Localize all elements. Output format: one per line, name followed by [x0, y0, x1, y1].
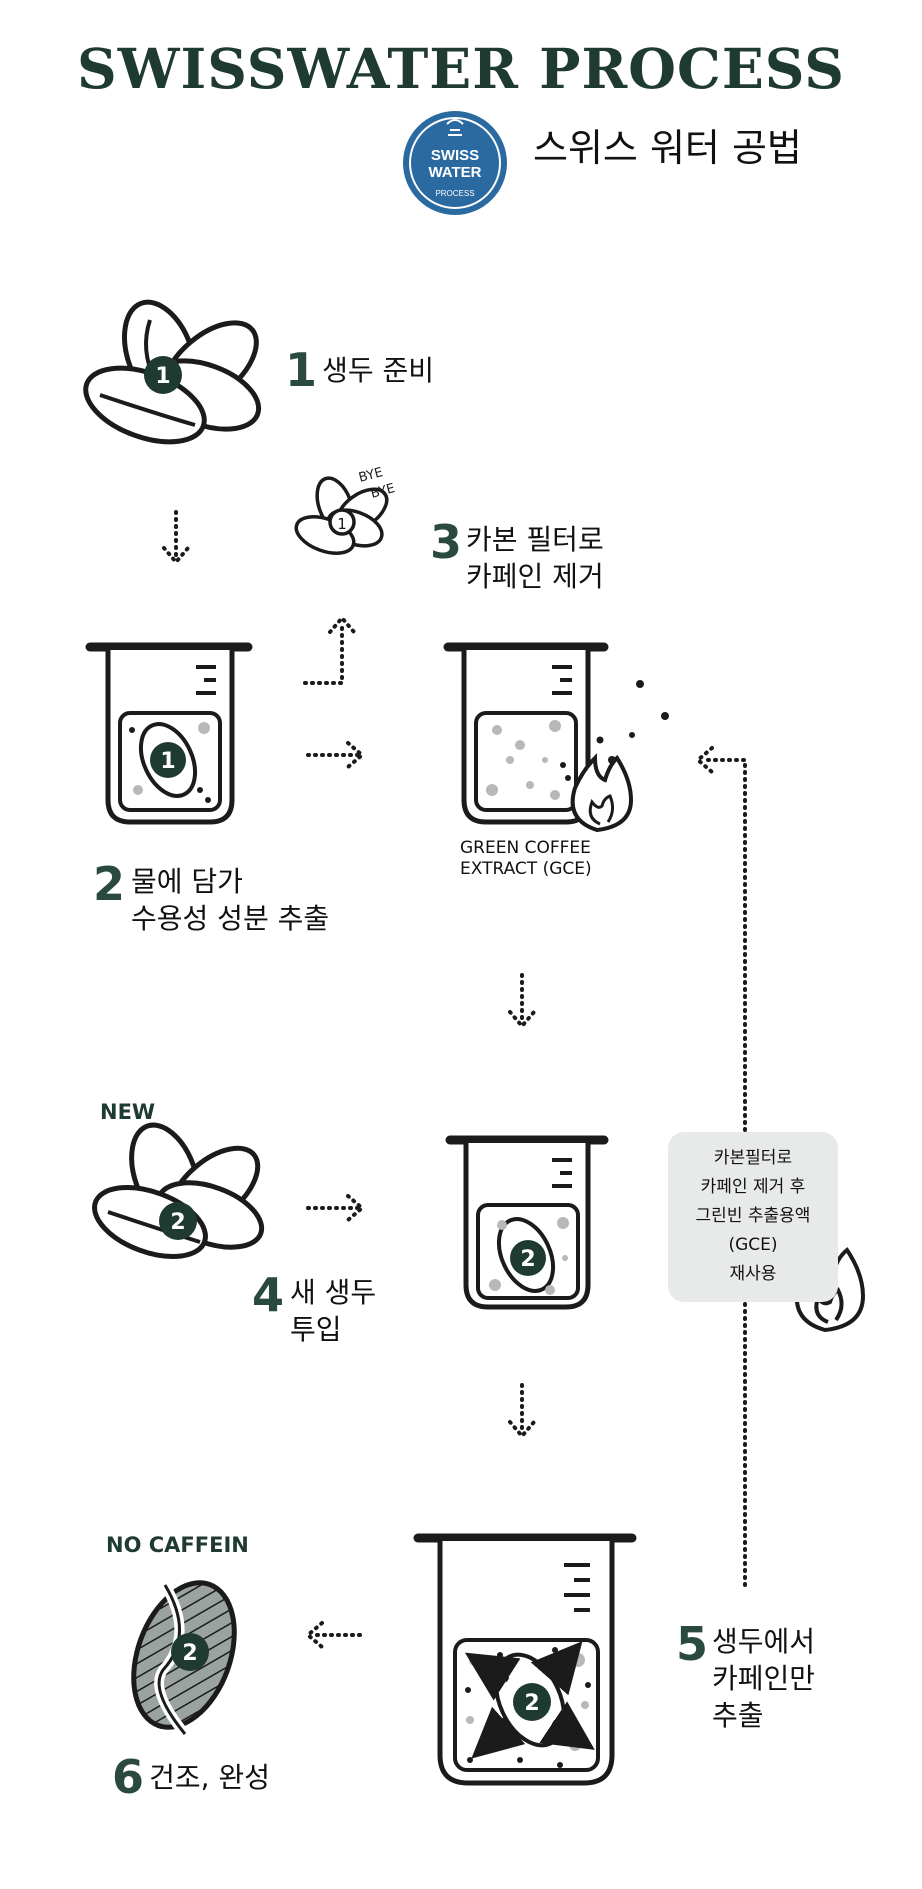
bean-badge-6: 2	[182, 1641, 197, 1666]
bean-badge-bye: 1	[337, 515, 347, 533]
note-line-5: 재사용	[729, 1264, 777, 1284]
beaker-step-2	[85, 642, 253, 825]
step-5-text-2: 카페인만	[712, 1662, 816, 1695]
note-line-4: (GCE)	[728, 1235, 778, 1255]
logo-text-1: SWISS	[431, 147, 479, 164]
note-line-2: 카페인 제거 후	[700, 1177, 806, 1197]
bean-badge-beaker-4: 2	[520, 1247, 535, 1272]
step-3-text-2: 카페인 제거	[466, 560, 604, 593]
gce-label-2: EXTRACT (GCE)	[460, 859, 592, 879]
bean-badge-beaker-5: 2	[524, 1691, 539, 1716]
page-title: SWISSWATER PROCESS	[77, 36, 845, 101]
step-3-text-1: 카본 필터로	[466, 523, 604, 556]
note-line-3: 그린빈 추출용액	[695, 1206, 811, 1226]
bean-cluster-1	[83, 299, 262, 445]
step-3-number: 3	[430, 515, 463, 569]
decaf-bean	[131, 1580, 237, 1738]
beaker-step-3	[443, 642, 669, 833]
no-caffein-tag: NO CAFFEIN	[106, 1533, 249, 1557]
logo-text-2: WATER	[428, 164, 481, 181]
gce-reuse-note: 카본필터로 카페인 제거 후 그린빈 추출용액 (GCE) 재사용	[668, 1132, 838, 1302]
step-4-text-1: 새 생두	[290, 1276, 377, 1309]
new-tag: NEW	[100, 1100, 156, 1124]
swiss-water-logo: SWISS WATER PROCESS	[403, 111, 507, 215]
arrow-loop	[703, 758, 747, 1587]
step-1-label: 1 생두 준비	[285, 343, 434, 397]
beaker-step-5	[413, 1533, 637, 1786]
step-6-number: 6	[112, 1750, 145, 1804]
step-2-text-2: 수용성 성분 추출	[131, 902, 330, 935]
step-2-text-1: 물에 담가	[131, 865, 243, 898]
bean-badge-4: 2	[170, 1210, 185, 1235]
step-1-text: 생두 준비	[322, 354, 435, 387]
note-line-1: 카본필터로	[713, 1148, 793, 1168]
beaker-step-4	[445, 1135, 609, 1310]
bye-label-2: BYE	[369, 481, 396, 502]
bean-badge-1: 1	[155, 364, 170, 389]
gce-label: GREEN COFFEE EXTRACT (GCE)	[460, 838, 592, 880]
step-4-number: 4	[252, 1268, 285, 1322]
step-4-text-2: 투입	[290, 1313, 342, 1346]
bean-cluster-bye	[294, 476, 389, 555]
step-6-label: 6 건조, 완성	[112, 1750, 270, 1804]
page-subtitle: 스위스 워터 공법	[533, 126, 802, 170]
step-6-text: 건조, 완성	[149, 1761, 270, 1794]
bean-badge-beaker-2: 1	[160, 749, 175, 774]
arrow-heads	[162, 546, 714, 1649]
bye-label-1: BYE	[357, 465, 384, 486]
dotted-arrows	[174, 510, 747, 1637]
bean-cluster-4	[92, 1122, 265, 1259]
gce-label-1: GREEN COFFEE	[460, 838, 591, 858]
step-2-number: 2	[93, 857, 126, 911]
arrow-up-corner	[303, 620, 344, 685]
step-5-number: 5	[676, 1617, 709, 1671]
logo-text-3: PROCESS	[435, 189, 474, 198]
step-1-number: 1	[285, 343, 318, 397]
step-5-text-1: 생두에서	[712, 1625, 816, 1658]
step-5-text-3: 추출	[712, 1699, 764, 1732]
